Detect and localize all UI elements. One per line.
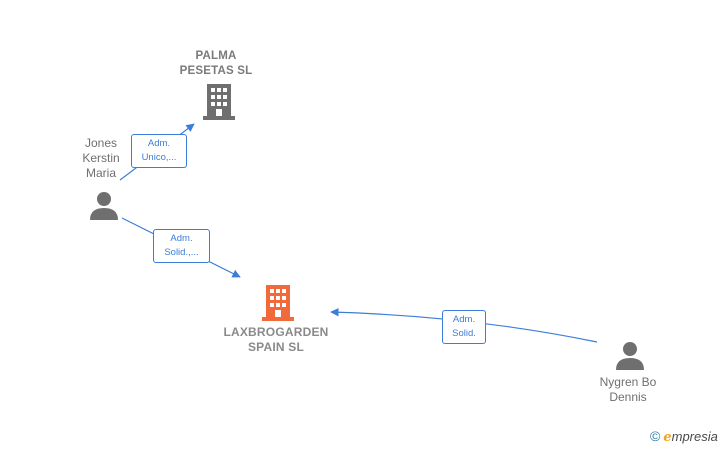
role-badge-text: Adm.: [147, 138, 171, 149]
person-label-nygren[interactable]: Nygren Bo Dennis: [588, 375, 668, 405]
role-badge-text: Unico,...: [141, 152, 177, 163]
company-name-line: PALMA: [195, 50, 237, 62]
role-badge-jones-palma[interactable]: Adm. Unico,...: [131, 134, 187, 168]
person-name-line: Nygren Bo: [599, 375, 657, 389]
company-label-laxbrogarden[interactable]: LAXBROGARDEN SPAIN SL: [206, 325, 346, 355]
company-name-line: PESETAS SL: [179, 65, 253, 77]
building-icon-palma[interactable]: [203, 84, 235, 120]
person-name-line: Dennis: [609, 390, 647, 404]
company-label-palma[interactable]: PALMA PESETAS SL: [166, 49, 266, 79]
person-name-line: Maria: [85, 166, 116, 180]
role-badge-jones-laxbrogarden[interactable]: Adm. Solid.,...: [153, 229, 210, 263]
person-icon-jones[interactable]: [89, 190, 119, 220]
person-name-line: Kerstin: [82, 151, 120, 165]
role-badge-text: Solid.,...: [164, 247, 199, 258]
person-name-line: Jones: [84, 136, 118, 150]
building-icon-laxbrogarden[interactable]: [262, 285, 294, 321]
brand-rest: mpresia: [671, 429, 718, 444]
role-badge-text: Solid.: [452, 328, 476, 339]
role-badge-text: Adm.: [452, 314, 476, 325]
person-label-jones[interactable]: Jones Kerstin Maria: [66, 136, 136, 181]
brand-e: e: [663, 430, 672, 445]
company-name-line: LAXBROGARDEN: [223, 325, 329, 339]
company-name-line: SPAIN SL: [247, 340, 305, 354]
empresia-logo: ©empresia: [650, 428, 718, 445]
copyright-icon: ©: [650, 428, 661, 444]
role-badge-text: Adm.: [170, 233, 193, 244]
person-icon-nygren[interactable]: [615, 340, 645, 370]
role-badge-nygren-laxbrogarden[interactable]: Adm. Solid.: [442, 310, 486, 344]
